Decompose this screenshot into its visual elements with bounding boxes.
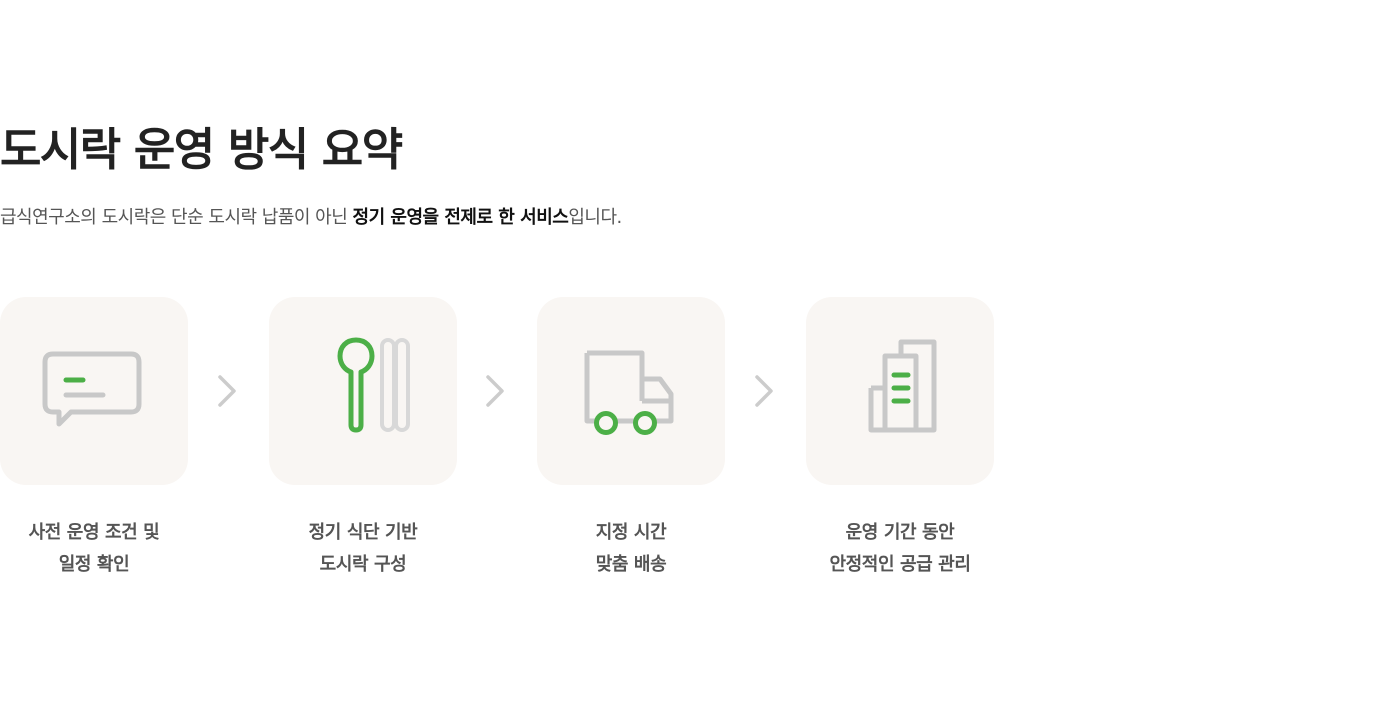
step-label-line1: 지정 시간	[595, 522, 667, 543]
step-1: 사전 운영 조건 및 일정 확인	[0, 297, 188, 581]
step-2: 정기 식단 기반 도시락 구성	[269, 297, 457, 581]
page-title: 도시락 운영 방식 요약	[0, 123, 403, 176]
step-label: 운영 기간 동안 안정적인 공급 관리	[806, 517, 994, 581]
page-subtitle: 급식연구소의 도시락은 단순 도시락 납품이 아닌 정기 운영을 전제로 한 서…	[0, 204, 622, 232]
delivery-truck-icon	[584, 350, 674, 435]
step-card	[269, 297, 457, 485]
step-card	[806, 297, 994, 485]
step-label-line1: 사전 운영 조건 및	[28, 522, 160, 543]
subtitle-prefix: 급식연구소의 도시락은 단순 도시락 납품이 아닌	[0, 207, 353, 228]
step-label: 지정 시간 맞춤 배송	[537, 517, 725, 581]
step-label-line1: 운영 기간 동안	[845, 522, 955, 543]
step-label-line2: 안정적인 공급 관리	[829, 554, 971, 575]
process-steps: 사전 운영 조건 및 일정 확인 정기 식단 기반 도시락 구성	[0, 297, 1000, 597]
building-icon	[868, 339, 937, 433]
step-label-line2: 도시락 구성	[319, 554, 407, 575]
chevron-right-icon	[755, 375, 773, 407]
subtitle-suffix: 입니다.	[568, 207, 622, 228]
step-4: 운영 기간 동안 안정적인 공급 관리	[806, 297, 994, 581]
subtitle-emphasis: 정기 운영을 전제로 한 서비스	[352, 207, 569, 228]
step-3: 지정 시간 맞춤 배송	[537, 297, 725, 581]
step-label: 사전 운영 조건 및 일정 확인	[0, 517, 188, 581]
spoon-chopsticks-icon	[337, 337, 410, 433]
chevron-right-icon	[486, 375, 504, 407]
step-card	[537, 297, 725, 485]
step-label: 정기 식단 기반 도시락 구성	[269, 517, 457, 581]
chat-bubble-icon	[42, 351, 142, 427]
step-label-line2: 일정 확인	[58, 554, 130, 575]
chevron-right-icon	[218, 375, 236, 407]
step-label-line2: 맞춤 배송	[595, 554, 667, 575]
step-label-line1: 정기 식단 기반	[308, 522, 418, 543]
step-card	[0, 297, 188, 485]
